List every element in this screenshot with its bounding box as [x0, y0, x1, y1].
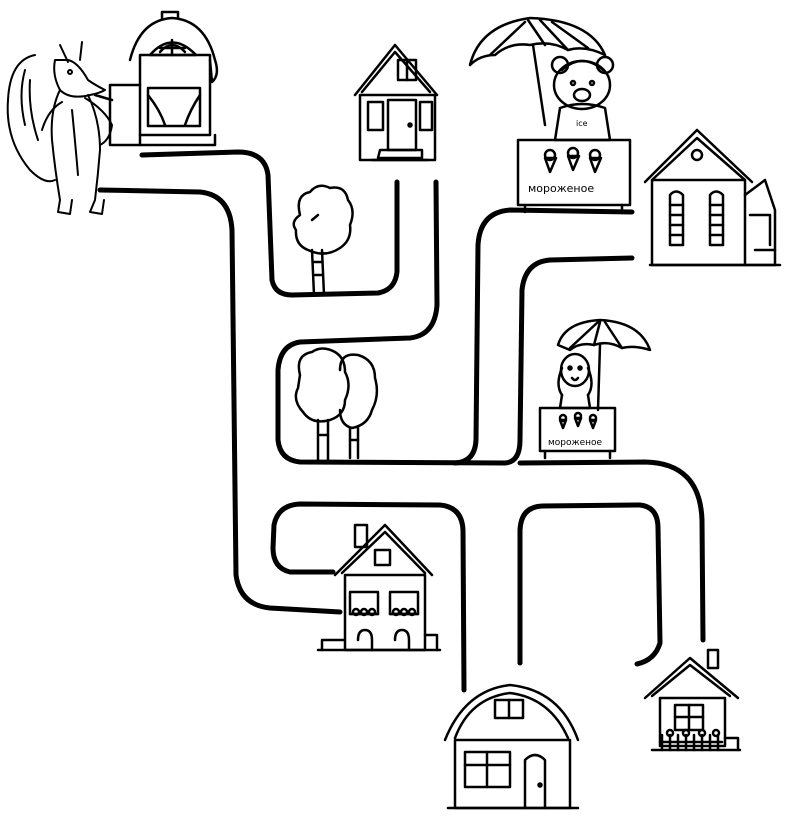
- house-icon: [353, 43, 439, 162]
- ice-cream-stand-icon: ice мороженое: [468, 16, 632, 214]
- road-bottom-right: [517, 502, 663, 667]
- house-icon: [93, 10, 219, 147]
- tree-icon: [292, 184, 354, 297]
- ice-cream-sign-1: мороженое: [528, 182, 594, 195]
- ice-cream-sign-2: мороженое: [548, 438, 603, 448]
- maze-roads: [97, 149, 706, 693]
- road-icecream-stand: [452, 207, 635, 466]
- house-icon: [443, 683, 580, 810]
- umbrella-icon: [468, 16, 607, 67]
- bear-icon: ice: [550, 55, 615, 142]
- road-bottom-left: [270, 501, 467, 693]
- tree-icon: [294, 347, 379, 462]
- road-right-descend: [517, 459, 706, 643]
- house-icon: [316, 523, 442, 652]
- ice-cream-stand-icon: мороженое: [538, 318, 652, 460]
- bear-shirt-text: ice: [576, 119, 588, 128]
- umbrella-icon: [556, 318, 652, 352]
- dog-icon: [557, 352, 593, 410]
- road-middle-loop: [275, 179, 635, 466]
- road-fox-lower: [97, 187, 343, 615]
- road-fox-upper: [139, 149, 400, 298]
- ice-cream-cones: [543, 146, 603, 174]
- house-icon: [643, 648, 742, 752]
- fox-icon: [6, 41, 113, 215]
- house-icon: [643, 128, 782, 267]
